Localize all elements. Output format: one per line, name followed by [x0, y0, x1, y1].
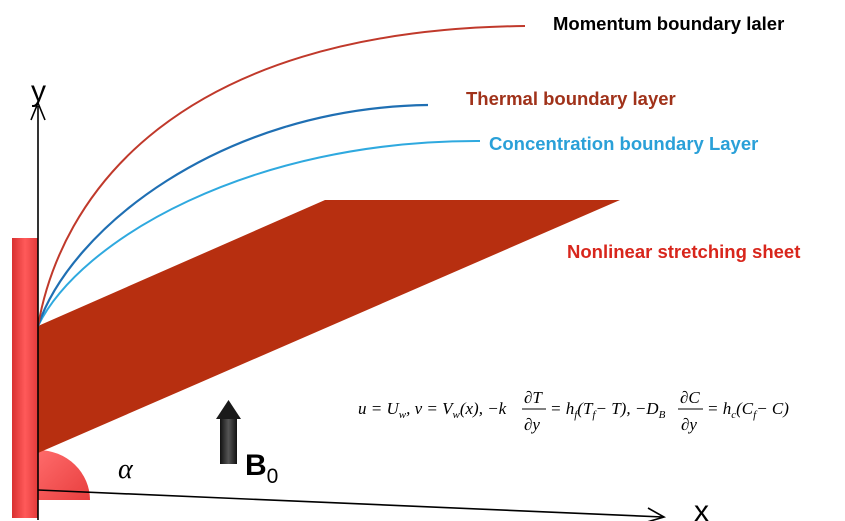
field-label-subscript: 0	[267, 465, 279, 488]
magnetic-field-arrow	[216, 400, 241, 464]
x-axis-arrowhead	[647, 507, 667, 521]
dT-numerator: ∂T	[524, 388, 543, 407]
vertical-wall	[12, 238, 38, 518]
thermal-label: Thermal boundary layer	[466, 88, 676, 109]
boundary-condition-equation: u = Uw, v = Vw(x), −k ∂T ∂y = hf(Tf− T),…	[358, 388, 789, 434]
x-axis-label: x	[694, 495, 709, 521]
thermal-boundary-curve	[36, 103, 429, 327]
svg-text:= hf(Tf− T), −DB: = hf(Tf− T), −DB	[550, 399, 666, 421]
angle-label: α	[118, 454, 134, 485]
svg-text:u = Uw, v = Vw(x), −k: u = Uw, v = Vw(x), −k	[358, 399, 507, 421]
svg-text:= hc(Cf− C): = hc(Cf− C)	[707, 399, 789, 421]
concentration-boundary-curve	[37, 139, 481, 327]
y-axis-arrowhead	[30, 100, 46, 121]
momentum-label: Momentum boundary laler	[553, 13, 784, 34]
stretching-sheet	[38, 200, 620, 453]
dC-denominator: ∂y	[681, 415, 697, 434]
concentration-label: Concentration boundary Layer	[489, 133, 758, 154]
field-label: B0	[245, 449, 278, 488]
momentum-boundary-curve	[37, 25, 526, 327]
x-axis	[37, 489, 664, 518]
dC-numerator: ∂C	[680, 388, 700, 407]
dT-denominator: ∂y	[524, 415, 540, 434]
sheet-label: Nonlinear stretching sheet	[567, 241, 800, 262]
angle-sector	[38, 450, 90, 500]
y-axis-label: y	[31, 75, 46, 108]
